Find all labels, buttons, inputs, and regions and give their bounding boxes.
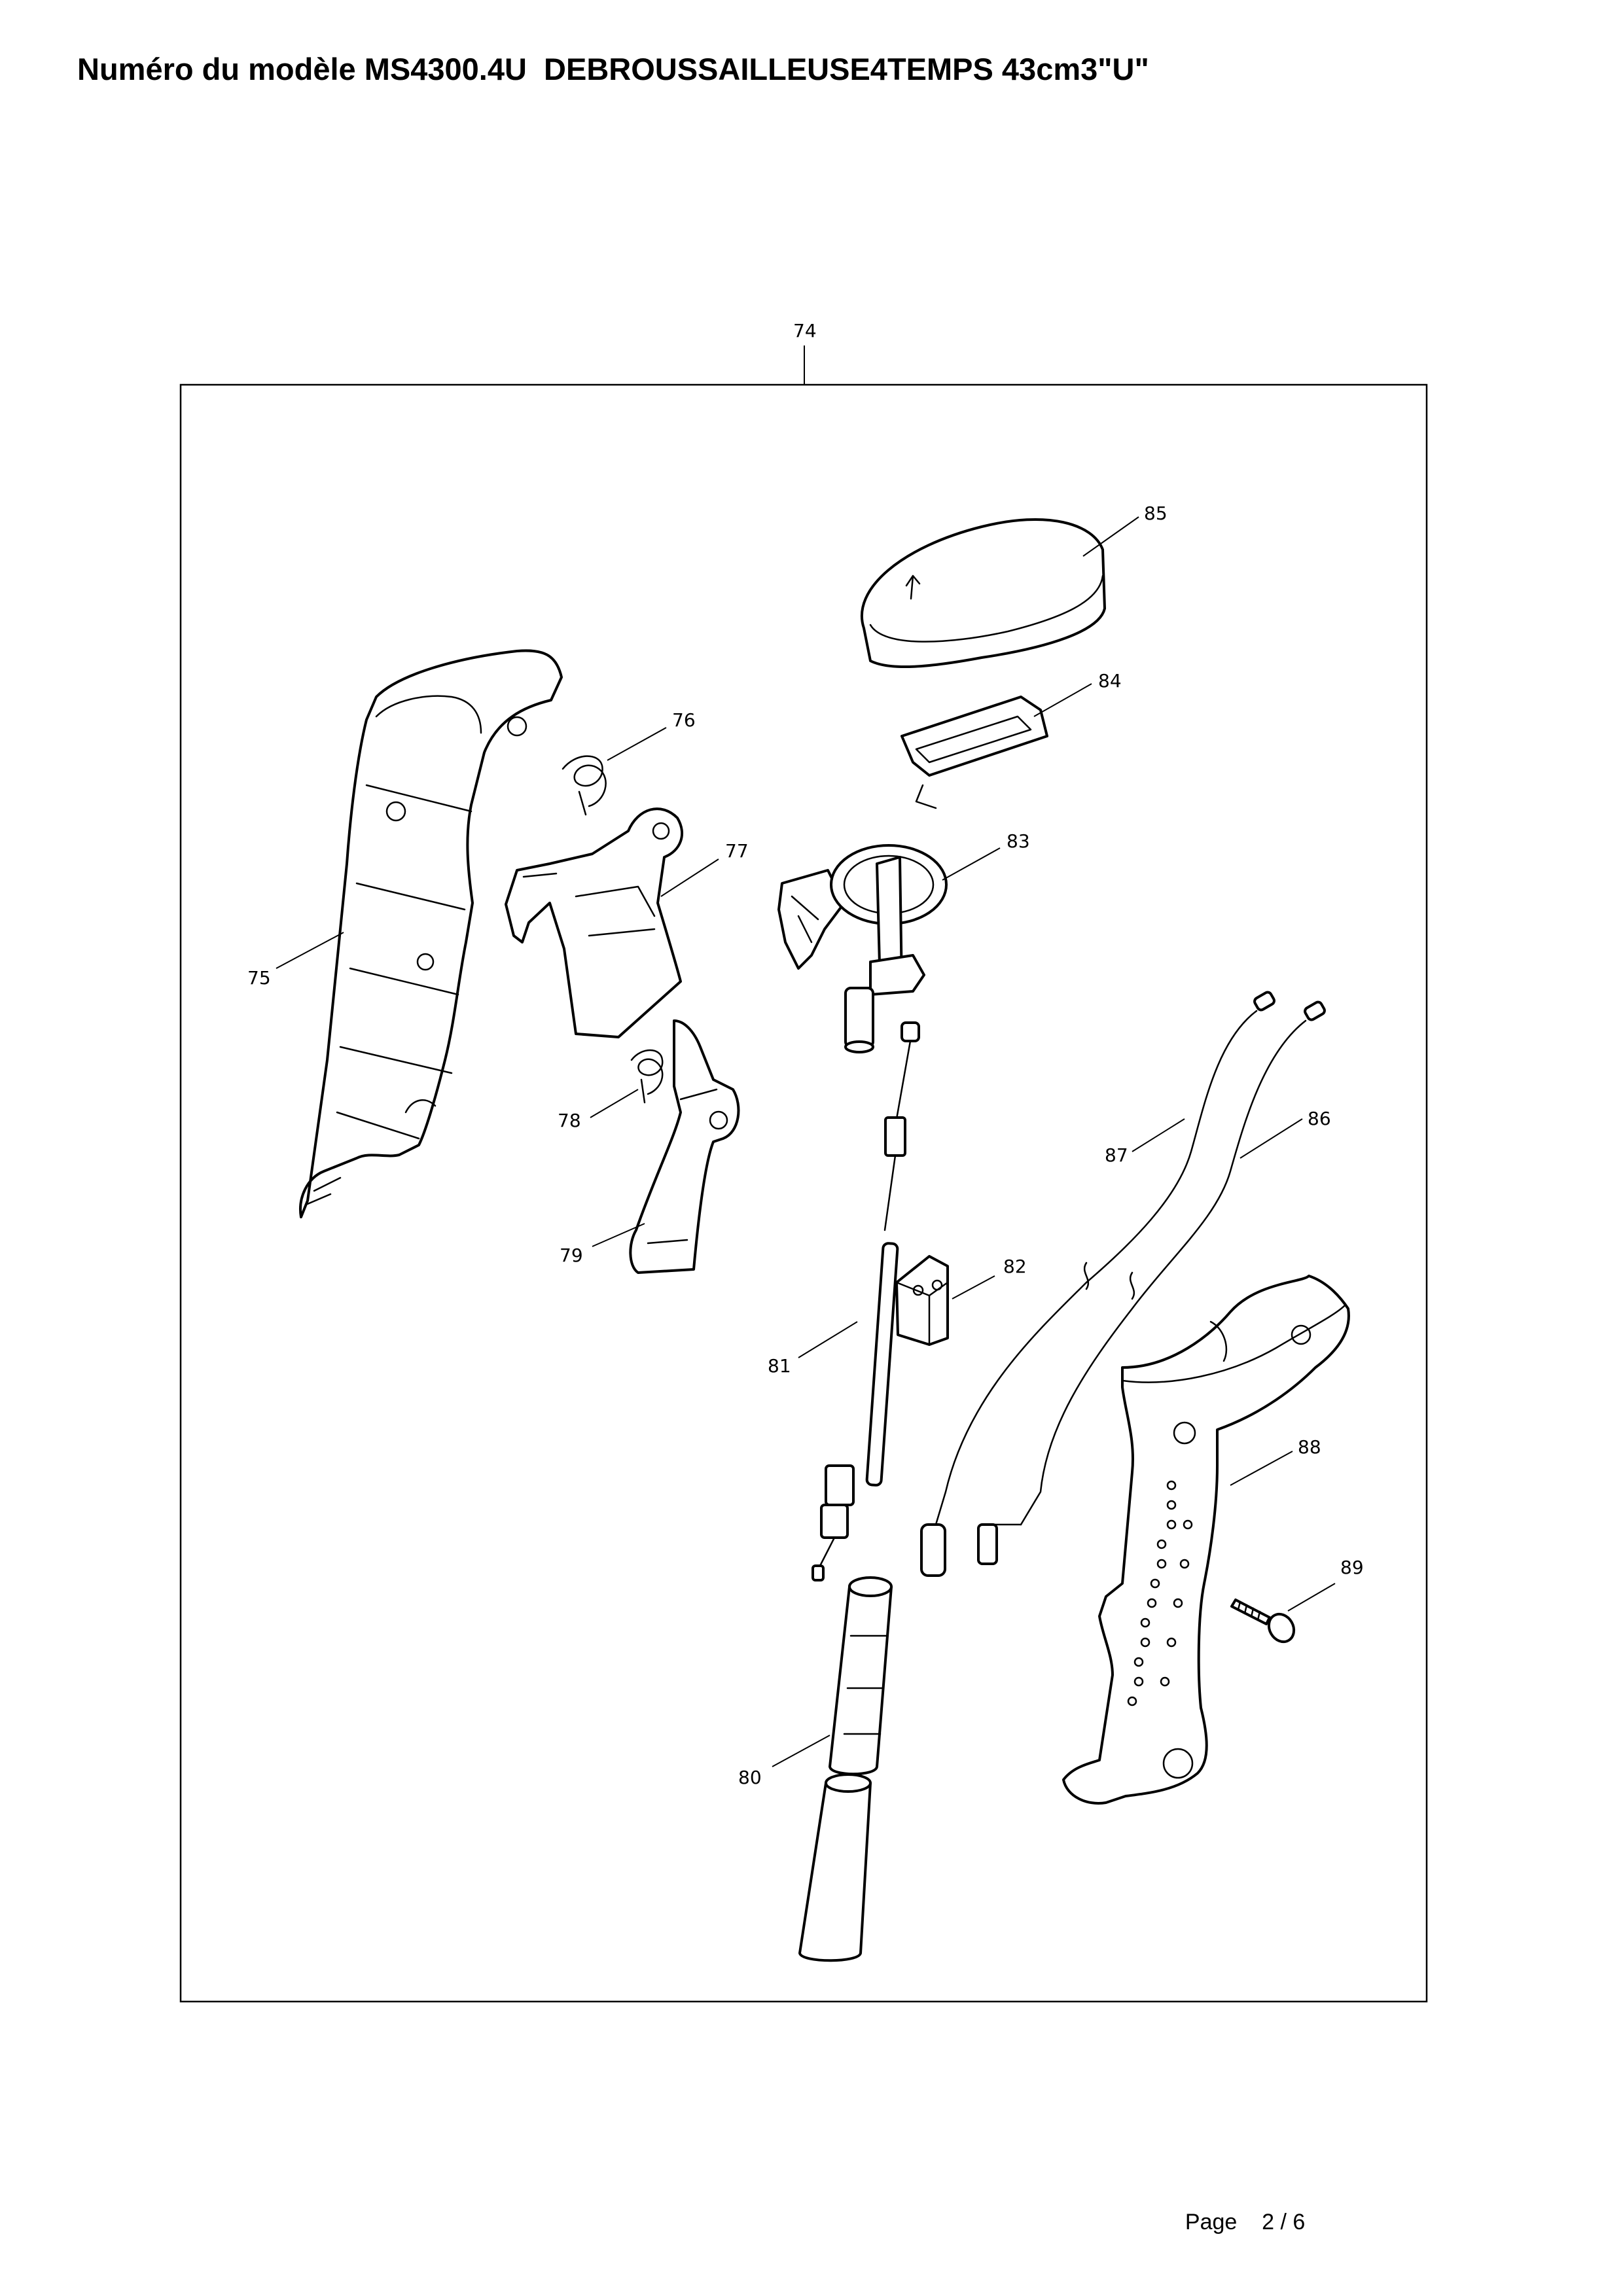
callout-84: 84 (1098, 670, 1122, 692)
callout-86: 86 (1308, 1108, 1331, 1129)
callout-76: 76 (672, 709, 696, 731)
leader-75 (276, 932, 344, 969)
leader-88 (1287, 1583, 1336, 1612)
part-85-cover (860, 518, 1106, 669)
leader-84 (1033, 683, 1092, 717)
leader-82 (952, 1275, 995, 1299)
leader-83 (942, 847, 1001, 881)
leader-86 (1240, 1118, 1303, 1159)
leader-81 (798, 1321, 858, 1358)
part-88-screw (1230, 1598, 1296, 1644)
leader-78 (590, 1089, 639, 1118)
part-82-cable-clip (895, 1255, 949, 1346)
part-80-grip-tube (798, 1576, 893, 1962)
part-77-throttle-lock (505, 807, 684, 1038)
callout-88: 89 (1340, 1557, 1364, 1578)
page-footer: Page 2 / 6 (1173, 2184, 1305, 2235)
part-79-throttle-trigger (629, 1019, 740, 1274)
part-78-spring (630, 1049, 664, 1104)
part-89-wire (920, 991, 1275, 1577)
callout-78: 78 (558, 1110, 581, 1131)
part-84-rubber-frame (901, 696, 1048, 809)
page-title: Numéro du modèle MS4300.4U DEBROUSSAILLE… (77, 52, 1149, 86)
page-number: 2 / 6 (1262, 2210, 1306, 2234)
part-87-handle-right-half (1062, 1275, 1350, 1805)
callout-82: 82 (1003, 1256, 1027, 1277)
callout-75: 75 (247, 967, 271, 989)
callout-77: 77 (725, 840, 749, 862)
leader-80 (772, 1735, 830, 1767)
callout-83: 83 (1007, 830, 1030, 852)
leader-76 (607, 727, 667, 761)
part-86-wire (977, 1000, 1326, 1565)
part-75-handle-left-half (299, 649, 563, 1218)
leader-77 (660, 858, 719, 897)
callout-79: 79 (560, 1245, 583, 1266)
callout-87: 88 (1298, 1436, 1321, 1458)
callout-81: 81 (768, 1355, 791, 1377)
leader-89 (1132, 1118, 1185, 1152)
page-label: Page (1185, 2210, 1238, 2234)
assembly-frame (179, 383, 1428, 2003)
vent-holes (1127, 1480, 1193, 1706)
leader-85 (1082, 516, 1139, 557)
wire-break-mark (1083, 1262, 1135, 1300)
assembly-label: 74 (793, 320, 817, 342)
leader-79 (592, 1223, 645, 1247)
callout-80: 80 (738, 1767, 762, 1788)
part-81-throttle-cable (812, 1021, 920, 1581)
leader-87 (1230, 1451, 1293, 1486)
callout-89: 87 (1105, 1144, 1128, 1166)
callout-85: 85 (1144, 503, 1168, 524)
part-76-spring (562, 755, 607, 816)
part-83-switch (777, 844, 948, 1053)
